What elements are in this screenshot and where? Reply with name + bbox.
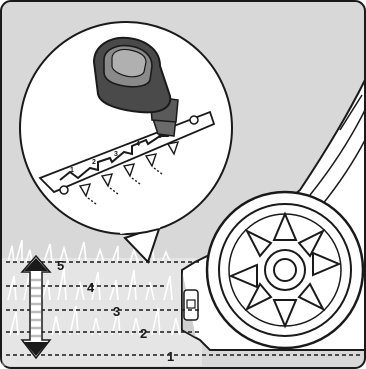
height-level-2: 2 — [140, 326, 147, 341]
height-level-5: 5 — [57, 258, 64, 273]
slot-label-4: 4 — [136, 141, 140, 148]
mower-wheel-icon — [207, 192, 363, 348]
slot-label-3: 3 — [114, 151, 118, 158]
slot-label-1: 1 — [70, 167, 74, 174]
height-level-3: 3 — [113, 304, 120, 319]
height-level-4: 4 — [87, 280, 95, 295]
height-level-1: 1 — [167, 349, 174, 364]
slot-label-2: 2 — [92, 159, 96, 166]
